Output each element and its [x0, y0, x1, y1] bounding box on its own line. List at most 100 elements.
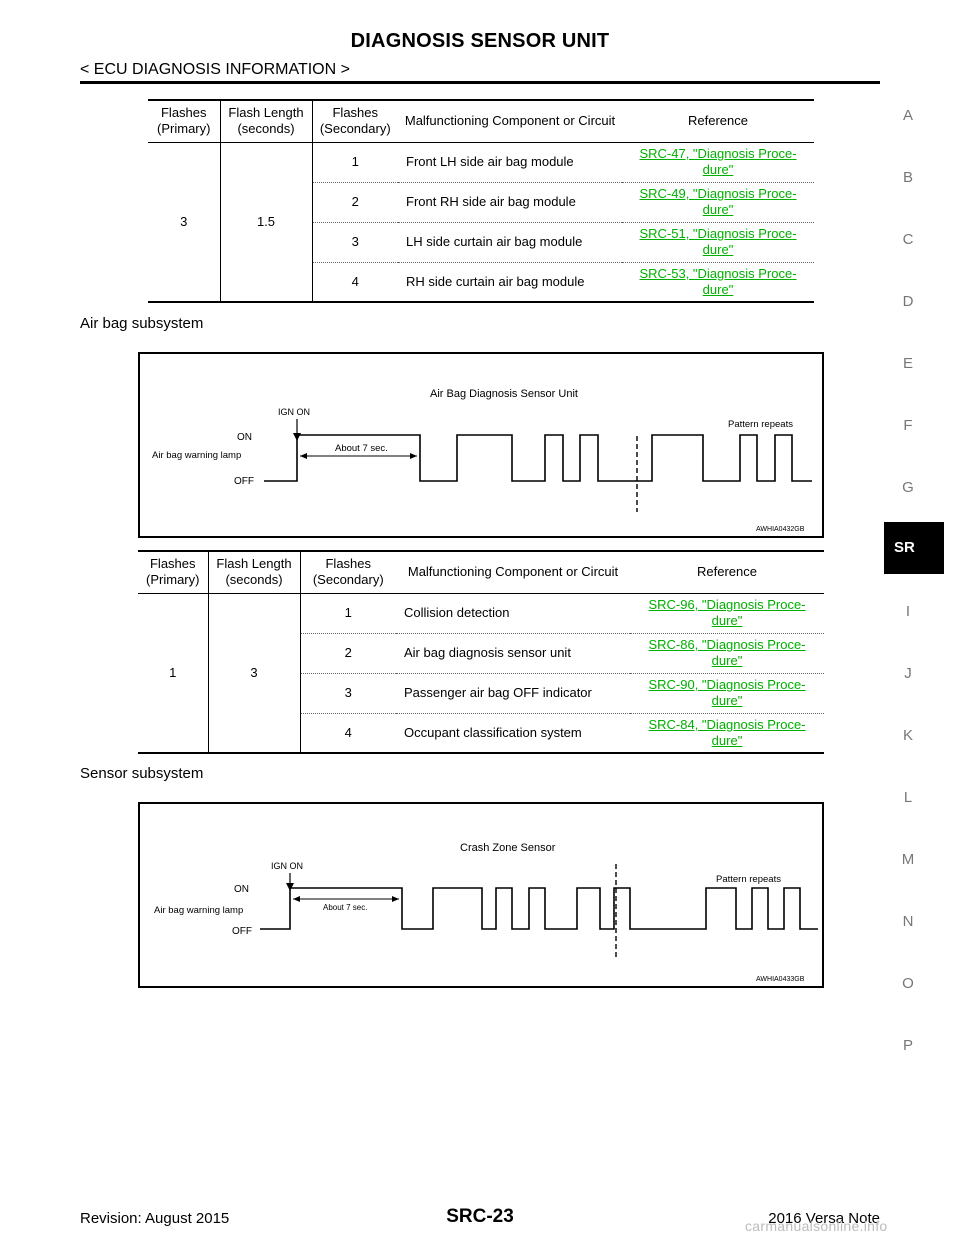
reference-link[interactable]: SRC-96, "Diagnosis Proce-dure" — [648, 597, 806, 628]
lamp-signal-waveform — [264, 434, 812, 482]
timing-diagram-svg: Crash Zone Sensor IGN ON ON Air bag warn… — [154, 842, 818, 983]
reference-cell: SRC-96, "Diagnosis Proce-dure" — [630, 593, 824, 634]
side-index-letter[interactable]: B — [902, 169, 913, 186]
arrow-left-icon — [293, 896, 300, 902]
reference-link[interactable]: SRC-86, "Diagnosis Proce-dure" — [648, 637, 806, 668]
reference-link[interactable]: SRC-84, "Diagnosis Proce-dure" — [648, 716, 806, 748]
reference-cell: SRC-51, "Diagnosis Proce-dure" — [622, 222, 814, 263]
duration-label: About 7 sec. — [323, 903, 367, 912]
section-breadcrumb: < ECU DIAGNOSIS INFORMATION > — [80, 61, 350, 78]
reference-cell: SRC-53, "Diagnosis Proce-dure" — [622, 262, 814, 302]
table-row: 2 Front RH side air bag module SRC-49, "… — [148, 182, 814, 223]
secondary-flash-count: 3 — [300, 673, 396, 714]
reference-link[interactable]: SRC-47, "Diagnosis Proce-dure" — [639, 146, 797, 177]
primary-flash-count: 1 — [138, 593, 209, 753]
reference-cell: SRC-49, "Diagnosis Proce-dure" — [622, 182, 814, 223]
header-reference: Reference — [622, 100, 814, 143]
table-row: 2 Air bag diagnosis sensor unit SRC-86, … — [138, 633, 824, 674]
flash-table-1: Flashes (Primary) Flash Length (seconds)… — [148, 99, 814, 303]
header-component: Malfunctioning Component or Circuit — [398, 100, 622, 143]
component-name: LH side curtain air bag module — [398, 222, 622, 263]
side-index-active-tab[interactable]: SR — [884, 522, 944, 574]
side-index-letter[interactable]: L — [903, 789, 913, 806]
header-flashes-primary: Flashes (Primary) — [138, 551, 209, 594]
side-index-letter[interactable]: M — [901, 851, 915, 868]
component-name: Passenger air bag OFF indicator — [396, 673, 630, 714]
figure-code: AWHIA0433GB — [756, 976, 805, 983]
secondary-flash-count: 4 — [344, 724, 352, 740]
on-level-label: ON — [237, 432, 252, 443]
reference-cell: SRC-86, "Diagnosis Proce-dure" — [630, 633, 824, 674]
figure-code: AWHIA0432GB — [756, 526, 805, 533]
reference-cell: SRC-84, "Diagnosis Proce-dure" — [630, 713, 824, 753]
page-number: SRC-23 — [446, 1206, 514, 1227]
warning-lamp-timing-diagram: Air Bag Diagnosis Sensor Unit IGN ON ON … — [138, 352, 824, 538]
arrow-left-icon — [300, 453, 307, 459]
side-index-letter[interactable]: G — [902, 479, 914, 496]
table-row: 3 1.5 1 Front LH side air bag module SRC… — [148, 142, 814, 302]
arrow-right-icon — [392, 896, 399, 902]
ign-on-label: IGN ON — [278, 407, 310, 417]
reference-link[interactable]: SRC-90, "Diagnosis Proce-dure" — [648, 677, 806, 708]
revision-date: Revision: August 2015 — [80, 1210, 230, 1227]
header-flashes-secondary: Flashes (Secondary) — [300, 551, 396, 594]
side-index-letter[interactable]: A — [902, 107, 913, 124]
secondary-flash-count: 1 — [300, 593, 396, 634]
primary-flash-count: 3 — [148, 142, 221, 302]
header-reference: Reference — [630, 551, 824, 594]
subsystem-heading: Air bag subsystem — [80, 315, 204, 332]
side-index-letter[interactable]: F — [903, 417, 913, 434]
page-title: DIAGNOSIS SENSOR UNIT — [350, 30, 610, 52]
side-index-letter[interactable]: K — [902, 727, 913, 744]
table-row: 1 3 1 Collision detection SRC-96, "Diagn… — [138, 593, 824, 753]
off-level-label: OFF — [234, 476, 254, 487]
lamp-label: Air bag warning lamp — [154, 905, 243, 916]
flash-table-2: Flashes (Primary) Flash Length (seconds)… — [138, 550, 824, 754]
on-level-label: ON — [234, 884, 249, 895]
side-index-letter[interactable]: O — [902, 975, 914, 992]
table-row: 3 LH side curtain air bag module SRC-51,… — [148, 222, 814, 263]
off-level-label: OFF — [232, 926, 252, 937]
subsystem-heading: Sensor subsystem — [80, 765, 204, 782]
ign-on-label: IGN ON — [271, 861, 303, 871]
side-index-letter[interactable]: C — [902, 231, 914, 248]
secondary-flash-count: 2 — [312, 182, 398, 223]
watermark: carmanualsonline.info — [745, 1218, 888, 1234]
side-index-letter[interactable]: E — [902, 355, 913, 372]
side-index-letter[interactable]: I — [905, 603, 911, 620]
side-index-letter[interactable]: N — [902, 913, 914, 930]
header-flash-length: Flash Length (seconds) — [208, 551, 301, 594]
side-index-letter[interactable]: D — [902, 293, 914, 310]
side-index-letter[interactable]: J — [904, 665, 912, 682]
reference-link[interactable]: SRC-49, "Diagnosis Proce-dure" — [639, 186, 797, 217]
secondary-flash-count: 1 — [312, 142, 398, 183]
component-name: Occupant classification system — [404, 724, 582, 740]
side-index-letter[interactable]: P — [902, 1037, 913, 1054]
component-name: Front LH side air bag module — [398, 142, 622, 183]
reference-cell: SRC-90, "Diagnosis Proce-dure" — [630, 673, 824, 714]
reference-link[interactable]: SRC-51, "Diagnosis Proce-dure" — [639, 226, 797, 257]
pattern-repeats-label: Pattern repeats — [728, 419, 793, 430]
header-flash-length: Flash Length (seconds) — [220, 100, 313, 143]
timing-diagram-svg: Air Bag Diagnosis Sensor Unit IGN ON ON … — [152, 388, 812, 533]
model-year: 2016 Versa Note — [768, 1210, 880, 1227]
header-component: Malfunctioning Component or Circuit — [396, 551, 630, 594]
lamp-signal-waveform — [260, 887, 818, 930]
diagram-title: Air Bag Diagnosis Sensor Unit — [430, 388, 578, 400]
header-flashes-secondary: Flashes (Secondary) — [312, 100, 398, 143]
arrow-right-icon — [410, 453, 417, 459]
component-name: Air bag diagnosis sensor unit — [396, 633, 630, 674]
secondary-flash-count: 3 — [312, 222, 398, 263]
lamp-label: Air bag warning lamp — [152, 450, 241, 461]
flash-length-value: 3 — [208, 593, 301, 753]
table-row: 4 RH side curtain air bag module SRC-53,… — [148, 262, 814, 302]
header-flashes-primary: Flashes (Primary) — [148, 100, 221, 143]
secondary-flash-count: 4 — [351, 273, 359, 289]
reference-link[interactable]: SRC-53, "Diagnosis Proce-dure" — [639, 265, 797, 297]
secondary-flash-count: 2 — [300, 633, 396, 674]
pattern-repeats-label: Pattern repeats — [716, 874, 781, 885]
component-name: RH side curtain air bag module — [406, 273, 585, 289]
reference-cell: SRC-47, "Diagnosis Proce-dure" — [622, 142, 814, 183]
component-name: Front RH side air bag module — [398, 182, 622, 223]
warning-lamp-timing-diagram: Crash Zone Sensor IGN ON ON Air bag warn… — [138, 802, 824, 988]
